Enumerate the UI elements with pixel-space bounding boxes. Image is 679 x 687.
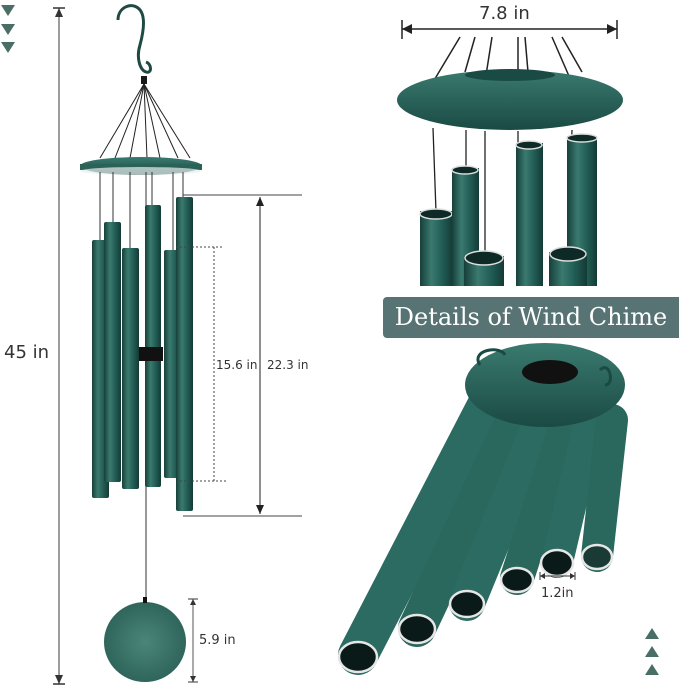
tube-diameter-label: 1.2in bbox=[541, 586, 574, 601]
sail-diameter-label: 5.9 in bbox=[199, 633, 236, 648]
sail-dimension bbox=[188, 598, 198, 683]
tube-diameter-dimension bbox=[539, 572, 576, 580]
longest-tube-dimension bbox=[183, 194, 302, 517]
details-banner: Details of Wind Chime bbox=[383, 297, 679, 338]
up-triangle-icon bbox=[645, 646, 659, 657]
shortest-tube-label: 15.6 in bbox=[216, 358, 258, 372]
down-triangle-icon bbox=[1, 42, 15, 53]
shortest-tube-dimension bbox=[176, 246, 226, 482]
longest-tube-label: 22.3 in bbox=[267, 358, 309, 372]
total-height-label: 45 in bbox=[4, 342, 50, 363]
up-triangle-icon bbox=[645, 664, 659, 675]
top-width-dimension bbox=[401, 20, 618, 39]
top-width-label: 7.8 in bbox=[479, 3, 530, 24]
cap-closeup-image bbox=[397, 36, 623, 286]
full-chime-image bbox=[80, 4, 202, 682]
tubes-angle-image bbox=[337, 343, 628, 675]
down-triangle-icon bbox=[1, 24, 15, 35]
total-height-dimension bbox=[53, 7, 65, 685]
up-triangle-icon bbox=[645, 628, 659, 639]
down-triangle-icon bbox=[1, 5, 15, 16]
